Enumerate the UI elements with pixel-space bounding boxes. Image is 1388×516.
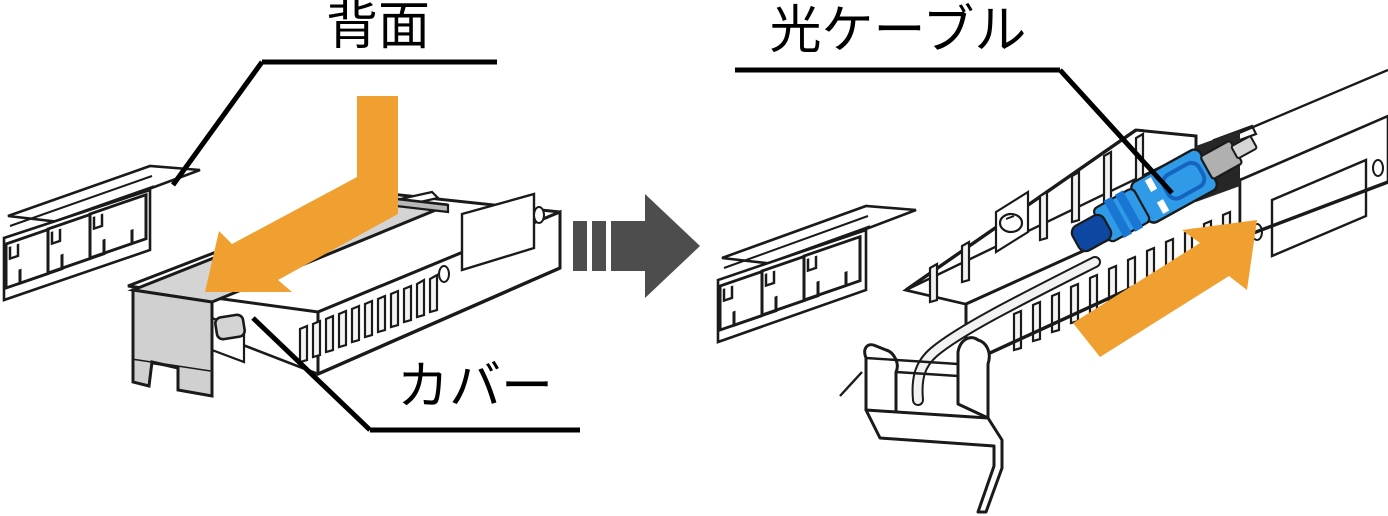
left-recessed-panel bbox=[460, 192, 536, 272]
left-panel-step-1: 背面 カバー bbox=[2, 0, 580, 433]
cover-slide-arrow bbox=[205, 96, 398, 292]
left-vent-slot-group bbox=[298, 273, 439, 364]
internal-standoff-fin-group bbox=[928, 132, 1145, 304]
left-oval-screw-hole-1 bbox=[438, 265, 450, 283]
right-oval-screw-hole-2 bbox=[1372, 159, 1384, 177]
cover-release-tab bbox=[214, 313, 246, 341]
optical-cable-label-text: 光ケーブル bbox=[770, 1, 1027, 61]
label-cover: カバー bbox=[251, 316, 580, 433]
connector-insert-arrow bbox=[1073, 220, 1257, 357]
round-component bbox=[994, 190, 1030, 254]
fiber-cable bbox=[911, 256, 1101, 406]
connector-latch-window bbox=[1161, 160, 1207, 201]
label-rear-face: 背面 bbox=[170, 0, 497, 187]
cover-leader-line bbox=[251, 316, 372, 432]
right-panel-step-2: 光ケーブル bbox=[716, 1, 1388, 514]
cable-routing-clip bbox=[839, 336, 1004, 514]
sc-optical-connector bbox=[1070, 135, 1258, 253]
cover-label-text: カバー bbox=[397, 357, 553, 417]
rear-face-label-text: 背面 bbox=[326, 0, 430, 57]
label-optical-cable: 光ケーブル bbox=[735, 1, 1174, 195]
cover-front-notch bbox=[131, 360, 214, 398]
connector-ferrule-tip bbox=[1230, 135, 1258, 160]
connector-boot bbox=[1070, 213, 1113, 253]
next-step-arrow bbox=[573, 194, 700, 298]
left-oval-screw-hole-2 bbox=[533, 206, 545, 224]
cover-front-face bbox=[131, 288, 214, 374]
rear-face-leader-line bbox=[170, 60, 265, 187]
optical-cable-leader-line bbox=[1058, 68, 1174, 195]
